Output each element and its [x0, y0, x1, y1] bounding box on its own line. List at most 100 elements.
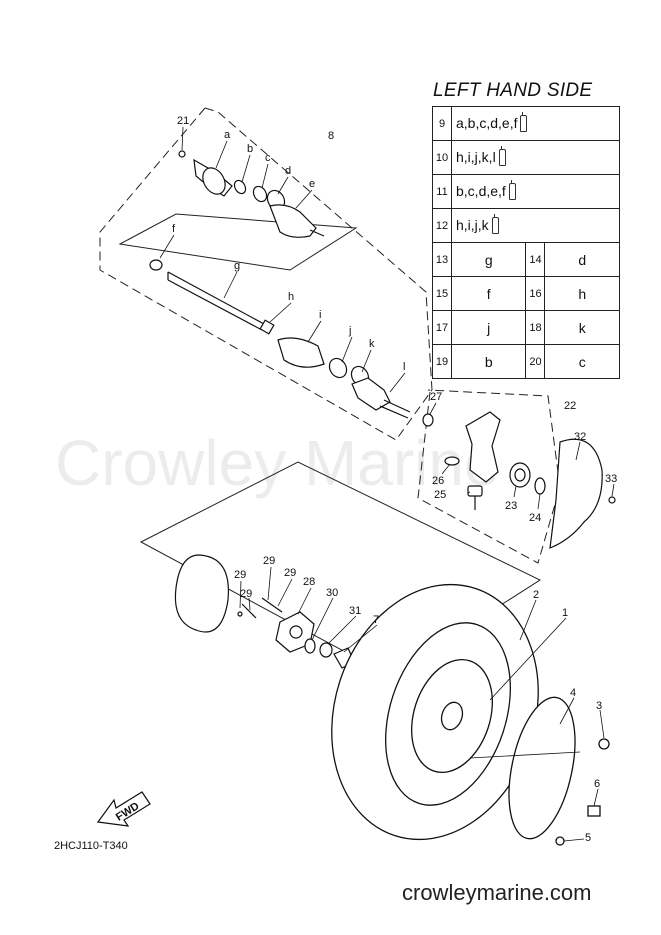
callout-e: e	[309, 178, 315, 190]
website-link[interactable]: crowleymarine.com	[402, 880, 592, 905]
pair-value: f	[450, 276, 527, 311]
shaft-box	[118, 213, 358, 271]
pair-number: 20	[525, 344, 546, 379]
kit-legend-table: 9 a,b,c,d,e,f 10 h,i,j,k,l 11 b,c,d,e,f …	[432, 106, 620, 379]
callout-32: 32	[574, 431, 586, 443]
kit-parts: b,c,d,e,f	[456, 182, 506, 199]
callouts: 21 a b c d e 8 f g h i j k l 27 22 32 26…	[172, 115, 617, 844]
kit-parts: a,b,c,d,e,f	[456, 114, 518, 131]
kit-parts: h,i,j,k	[456, 216, 489, 233]
grease-tube-icon	[498, 146, 506, 167]
brake-disc-32	[549, 438, 603, 549]
pair-number: 13	[432, 242, 452, 277]
fwd-arrow-icon: FWD	[96, 791, 151, 827]
drive-shaft-assembly	[149, 150, 411, 419]
callout-i: i	[319, 309, 321, 321]
callout-26: 26	[432, 475, 444, 487]
callout-29-low: 29	[240, 588, 252, 600]
callout-k: k	[369, 338, 375, 350]
assembly-outlines	[99, 107, 561, 564]
pair-number: 14	[525, 242, 546, 277]
circlip-h	[259, 319, 275, 335]
callout-1: 1	[562, 607, 568, 619]
grease-tube-icon	[491, 214, 499, 235]
beadlock-ring-4	[508, 696, 576, 840]
callout-21: 21	[177, 115, 189, 127]
brake-disc	[174, 554, 230, 633]
callout-7: 7	[373, 614, 379, 626]
callout-23: 23	[505, 500, 517, 512]
washer-30	[304, 638, 316, 654]
callout-c: c	[265, 152, 271, 164]
legend-title: LEFT HAND SIDE	[433, 80, 593, 101]
pair-row: 13 g 14 d	[432, 242, 620, 277]
kit-number: 10	[432, 140, 452, 175]
callout-g: g	[234, 260, 240, 272]
pair-value: h	[544, 276, 620, 311]
wheel-assembly	[331, 583, 610, 846]
callout-29-top: 29	[263, 555, 275, 567]
kit-number: 12	[432, 208, 452, 243]
kit-row: 9 a,b,c,d,e,f	[432, 106, 620, 141]
pair-value: g	[450, 242, 527, 277]
boot-e	[269, 204, 317, 238]
nut-27	[422, 413, 434, 427]
valve-3	[598, 738, 610, 750]
callout-f: f	[172, 223, 176, 235]
callout-6: 6	[594, 778, 600, 790]
callout-29-left: 29	[234, 569, 246, 581]
circlip-26	[444, 456, 460, 466]
pair-row: 17 j 18 k	[432, 310, 620, 345]
pair-row: 19 b 20 c	[432, 344, 620, 379]
callout-22: 22	[564, 400, 576, 412]
callout-29-right: 29	[284, 567, 296, 579]
collar-31	[319, 642, 333, 658]
circlip-21	[178, 150, 186, 158]
leader-lines	[159, 126, 615, 842]
bolt-5	[555, 836, 565, 846]
stud-29b	[241, 603, 257, 619]
clamp-b	[233, 179, 247, 195]
kit-row: 12 h,i,j,k	[432, 208, 620, 243]
callout-a: a	[224, 129, 231, 141]
pair-value: k	[544, 310, 620, 345]
clamp-j	[328, 357, 348, 379]
callout-d: d	[285, 165, 291, 177]
pair-row: 15 f 16 h	[432, 276, 620, 311]
callout-30: 30	[326, 587, 338, 599]
watermark: Crowley Marine	[55, 427, 500, 499]
kit-parts: h,i,j,k,l	[456, 148, 496, 165]
pair-value: c	[544, 344, 620, 379]
pair-value: d	[544, 242, 620, 277]
callout-h: h	[288, 291, 294, 303]
hub-group	[174, 554, 355, 669]
ball-joint-25	[467, 485, 483, 497]
grease-tube-icon	[508, 180, 516, 201]
pair-number: 18	[525, 310, 546, 345]
callout-3: 3	[596, 700, 602, 712]
callout-28: 28	[303, 576, 315, 588]
cap-6	[587, 805, 601, 817]
kit-number: 11	[432, 174, 452, 209]
kit-row: 10 h,i,j,k,l	[432, 140, 620, 175]
steering-knuckle	[465, 411, 501, 483]
callout-b: b	[247, 143, 253, 155]
bolt-33	[608, 496, 616, 504]
callout-j: j	[348, 325, 351, 337]
callout-27: 27	[430, 391, 442, 403]
clamp-c	[252, 185, 268, 203]
kit-row: 11 b,c,d,e,f	[432, 174, 620, 209]
callout-2: 2	[533, 589, 539, 601]
knuckle-group	[422, 411, 616, 549]
pair-value: b	[450, 344, 527, 379]
diagram-code: 2HCJ110-T340	[54, 840, 128, 852]
pair-value: j	[450, 310, 527, 345]
shaft-g	[167, 271, 265, 331]
pair-number: 15	[432, 276, 452, 311]
grease-tube-icon	[520, 112, 528, 133]
inner-cv-joint-l	[351, 377, 391, 411]
callout-5: 5	[585, 832, 591, 844]
pair-number: 16	[525, 276, 546, 311]
clamp-f	[149, 259, 163, 271]
